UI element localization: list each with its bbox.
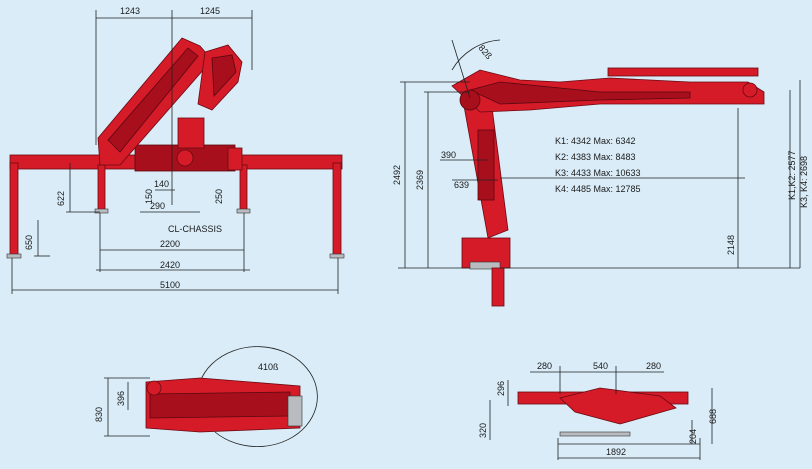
inner-leg-left (97, 164, 106, 212)
base-frame (559, 387, 677, 425)
dim-1243: 1243 (120, 6, 140, 16)
dim-639: 639 (454, 180, 469, 190)
dim-320: 320 (478, 423, 488, 438)
inner-leg-right (239, 164, 248, 212)
dim-2369: 2369 (415, 170, 425, 190)
dim-1245: 1245 (200, 6, 220, 16)
top-rotator (287, 395, 303, 427)
inner-foot-right (236, 208, 251, 214)
side-view: 82ß 2492 2369 390 639 K1: 4342 Max: 6342… (392, 39, 809, 307)
front-view: 1243 1245 622 150 140 290 250 CL-CHASSIS… (6, 6, 345, 294)
dim-396: 396 (116, 391, 126, 406)
boom-cylinder (107, 47, 199, 153)
boom-tip (742, 82, 758, 98)
leg-foot-right (329, 253, 345, 259)
dim-688: 688 (708, 409, 718, 424)
side-knuckle-joint (459, 89, 481, 111)
dim-280-left: 280 (537, 361, 552, 371)
side-base-plate (469, 261, 501, 270)
dim-k3k4: K3, K4: 2698 (799, 156, 809, 208)
dim-140: 140 (154, 179, 169, 189)
dim-5100: 5100 (160, 280, 180, 290)
base-view: 280 540 280 296 320 688 204 1892 (478, 361, 718, 460)
dim-2200: 2200 (160, 239, 180, 249)
dim-390: 390 (441, 150, 456, 160)
angle-arc (451, 39, 501, 71)
top-angle-label: 410ß (258, 362, 279, 372)
dim-150: 150 (144, 189, 154, 204)
dim-2492: 2492 (392, 165, 402, 185)
outrigger-leg-right (332, 162, 342, 257)
dim-830: 830 (94, 407, 104, 422)
top-view: 830 396 410ß (94, 346, 318, 447)
reach-k1: K1: 4342 Max: 6342 (555, 136, 636, 146)
reach-k4: K4: 4485 Max: 12785 (555, 184, 641, 194)
control-block (227, 147, 243, 171)
dim-1892: 1892 (606, 447, 626, 457)
dim-650: 650 (24, 235, 34, 250)
dim-622: 622 (56, 191, 66, 206)
dim-290: 290 (150, 201, 165, 211)
side-cylinder (477, 129, 495, 201)
inner-foot-left (94, 208, 109, 214)
boom-extensions (211, 54, 237, 97)
dim-2148: 2148 (726, 235, 736, 255)
crane-column (177, 117, 205, 149)
outrigger-leg-left (9, 162, 19, 257)
side-stabilizer-leg (491, 267, 505, 307)
dim-540: 540 (593, 361, 608, 371)
dim-k1k2: K1,K2: 2577 (787, 150, 797, 200)
reach-k3: K3: 4433 Max: 10633 (555, 168, 641, 178)
leg-foot-left (6, 253, 22, 259)
slew-arc (199, 346, 318, 447)
side-boom-extension (607, 67, 759, 77)
reach-k2: K2: 4383 Max: 8483 (555, 152, 636, 162)
top-joint (146, 380, 162, 396)
slewing-ring (176, 149, 194, 167)
dim-204: 204 (688, 429, 698, 444)
dim-250: 250 (214, 189, 224, 204)
top-boom-cylinder (149, 391, 291, 419)
dim-280-right: 280 (646, 361, 661, 371)
base-plate (559, 431, 631, 437)
dim-296: 296 (496, 381, 506, 396)
chassis-centerline-label: CL-CHASSIS (168, 224, 222, 234)
side-boom-cylinder (468, 81, 691, 105)
dim-2420: 2420 (160, 260, 180, 270)
